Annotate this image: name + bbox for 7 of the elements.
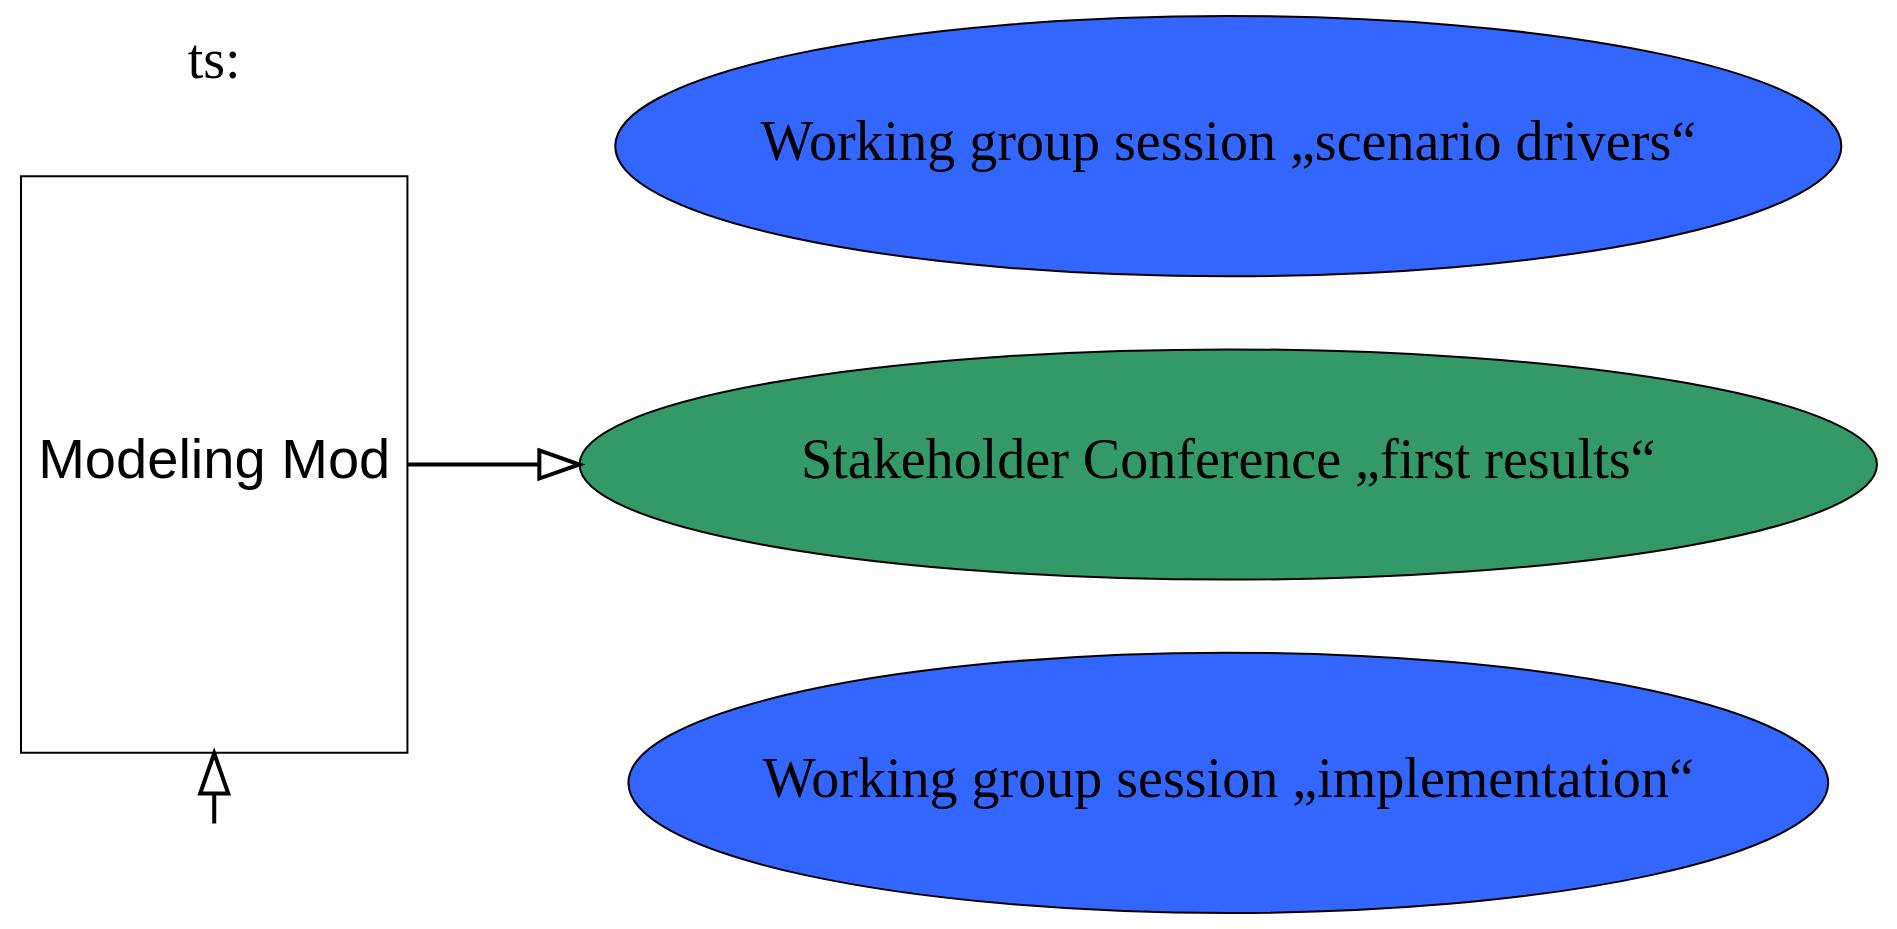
arrow: [196, 747, 231, 824]
label: ts:: [187, 27, 241, 90]
node-box: Modeling Mod: [19, 175, 408, 754]
node-ellipse: Working group session „scenario drivers“: [613, 15, 1842, 278]
node-ellipse: Stakeholder Conference „first results“: [578, 348, 1878, 581]
arrow: [407, 447, 585, 482]
node-ellipse: Working group session „implementation“: [626, 651, 1829, 914]
